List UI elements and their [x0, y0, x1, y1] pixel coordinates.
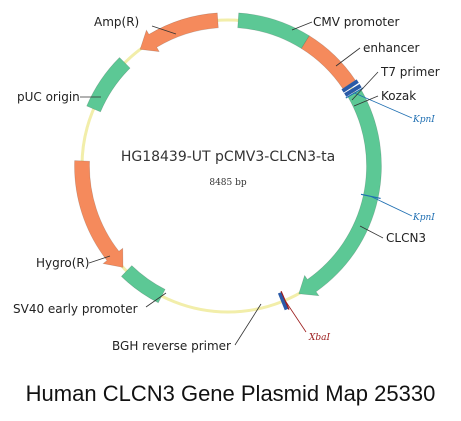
feature-hygro-r — [74, 160, 124, 268]
site-leader-kpni-1 — [354, 92, 413, 119]
site-label-kpni-1: KpnI — [412, 115, 435, 125]
plasmid-map: HG18439-UT pCMV3-CLCN3-ta 8485 bp Amp(R)… — [13, 12, 440, 353]
label-clcn3: CLCN3 — [386, 231, 426, 245]
site-leader-xbai — [284, 300, 307, 333]
feature-cmv-promoter — [237, 12, 310, 49]
feature-sv40-early-promoter — [120, 265, 166, 304]
label-sv40-early-promoter: SV40 early promoter — [13, 302, 138, 316]
site-tick-kpni-2 — [360, 193, 381, 199]
label-puc-origin: pUC origin — [17, 90, 80, 104]
label-amp-r: Amp(R) — [94, 15, 139, 29]
label-kozak: Kozak — [381, 89, 416, 103]
plasmid-size: 8485 bp — [209, 178, 247, 188]
label-hygro-r: Hygro(R) — [36, 256, 89, 270]
plasmid-name: HG18439-UT pCMV3-CLCN3-ta — [121, 149, 335, 165]
feature-puc-origin — [86, 57, 131, 113]
feature-enhancer — [300, 35, 356, 90]
label-enhancer: enhancer — [363, 41, 420, 55]
site-leader-kpni-2 — [370, 196, 413, 217]
site-label-kpni-2: KpnI — [412, 213, 435, 223]
feature-amp-r — [139, 12, 219, 52]
marker-kozak — [344, 83, 362, 97]
figure-caption: Human CLCN3 Gene Plasmid Map 25330 — [25, 381, 436, 406]
marker-bgh-reverse-primer — [277, 292, 289, 311]
label-cmv-promoter: CMV promoter — [313, 15, 400, 29]
label-t7-primer: T7 primer — [380, 65, 440, 79]
marker-t7-primer — [341, 79, 359, 93]
feature-clcn3 — [298, 88, 382, 297]
site-label-xbai: XbaI — [308, 333, 331, 343]
label-bgh-reverse-primer: BGH reverse primer — [112, 339, 231, 353]
